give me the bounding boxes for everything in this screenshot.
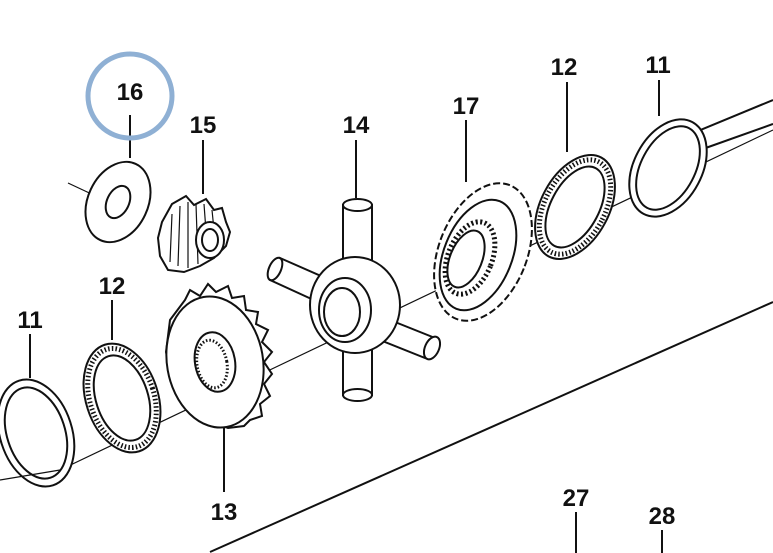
callout-17: 17 (453, 93, 480, 120)
part-12-bearing-top (534, 154, 616, 260)
callout-11-left: 11 (17, 307, 42, 334)
callout-16: 16 (117, 79, 144, 106)
part-16-thrust-washer (84, 160, 152, 244)
part-17-side-gear (433, 182, 533, 322)
callout-13: 13 (211, 499, 238, 526)
highlight-circle (85, 51, 175, 141)
callout-12-left: 12 (99, 273, 126, 300)
leader-lines (29, 80, 663, 553)
callout-15: 15 (190, 112, 217, 139)
axle-overlay-line (0, 469, 61, 481)
part-13-side-gear (164, 282, 274, 430)
part-11-ring-left (0, 378, 76, 488)
part-14-spider (266, 198, 442, 402)
callout-27: 27 (563, 485, 590, 512)
part-12-bearing-left (82, 342, 162, 454)
callout-28: 28 (649, 503, 676, 530)
callout-labels: 16 15 14 17 12 11 12 11 13 27 28 (17, 52, 675, 530)
part-15-pinion-gear (156, 194, 232, 274)
callout-12-top: 12 (551, 54, 578, 81)
callout-14: 14 (343, 112, 370, 139)
callout-11-top: 11 (645, 52, 670, 79)
part-11-ring-top (628, 118, 708, 218)
